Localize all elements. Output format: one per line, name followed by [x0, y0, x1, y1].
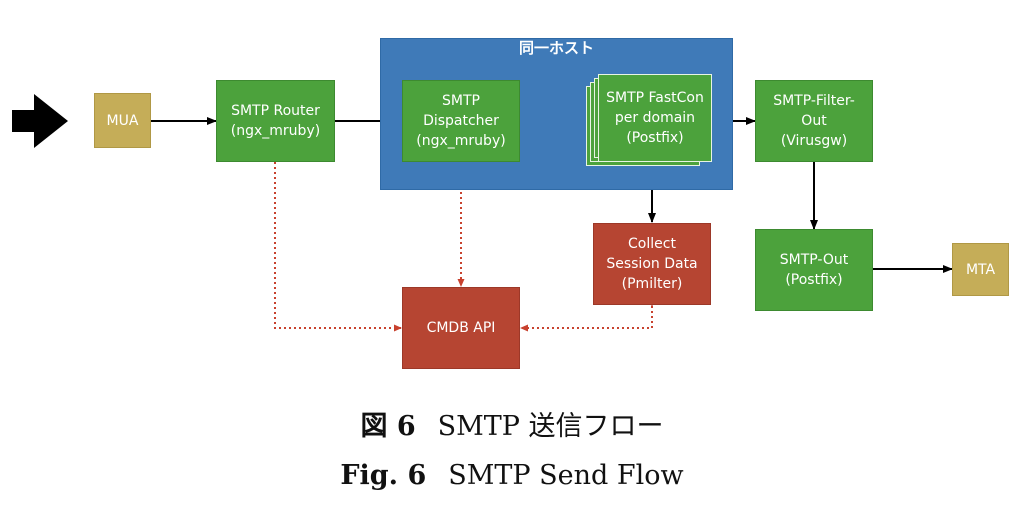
smtp-out-line1: SMTP-Out	[779, 252, 849, 268]
cmdb-api-node: CMDB API	[402, 287, 520, 369]
smtp-out-node: SMTP-Out (Postfix)	[755, 229, 873, 311]
figure-caption-en-label: Fig. 6	[340, 460, 427, 491]
figure-caption-ja-label: 図 6	[360, 411, 416, 442]
smtp-dispatcher-node: SMTP Dispatcher (ngx_mruby)	[402, 80, 520, 162]
smtp-fastcon-line3: (Postfix)	[626, 130, 684, 146]
figure-caption-en: Fig. 6 SMTP Send Flow	[0, 459, 1024, 493]
entry-arrow-icon	[12, 94, 68, 148]
collect-session-line2: Session Data	[606, 256, 698, 272]
smtp-filter-out-line2: Out	[801, 113, 827, 129]
router-cmdb-dotted-link	[271, 155, 402, 332]
smtp-router-line2: (ngx_mruby)	[230, 123, 321, 139]
figure-caption-en-text: SMTP Send Flow	[448, 460, 684, 491]
smtp-dispatcher-line1: SMTP	[442, 93, 480, 109]
collect-session-line1: Collect	[628, 236, 676, 252]
smtp-out-line2: (Postfix)	[785, 272, 843, 288]
mua-node: MUA	[94, 93, 151, 148]
mta-node: MTA	[952, 243, 1009, 296]
smtp-router-line1: SMTP Router	[231, 103, 320, 119]
smtp-filter-out-line3: (Virusgw)	[780, 133, 848, 149]
collect-session-node: Collect Session Data (Pmilter)	[593, 223, 711, 305]
smtp-dispatcher-line3: (ngx_mruby)	[416, 133, 506, 149]
smtp-filter-out-node: SMTP-Filter- Out (Virusgw)	[755, 80, 873, 162]
mua-label: MUA	[106, 112, 139, 129]
collect-session-line3: (Pmilter)	[621, 276, 683, 292]
figure-caption-ja-text: SMTP 送信フロー	[437, 411, 664, 442]
same-host-label: 同一ホスト	[518, 39, 594, 57]
smtp-filter-out-line1: SMTP-Filter-	[773, 93, 855, 109]
smtp-fastcon-line1: SMTP FastCon	[606, 90, 704, 106]
smtp-fastcon-node: SMTP FastCon per domain (Postfix)	[598, 74, 712, 162]
smtp-dispatcher-line2: Dispatcher	[423, 113, 499, 129]
collect-cmdb-dotted-link	[520, 299, 656, 332]
figure-caption-ja: 図 6 SMTP 送信フロー	[0, 410, 1024, 444]
smtp-router-node: SMTP Router (ngx_mruby)	[216, 80, 335, 162]
cmdb-api-label: CMDB API	[426, 320, 496, 336]
smtp-fastcon-line2: per domain	[614, 110, 696, 126]
mta-label: MTA	[965, 261, 996, 278]
